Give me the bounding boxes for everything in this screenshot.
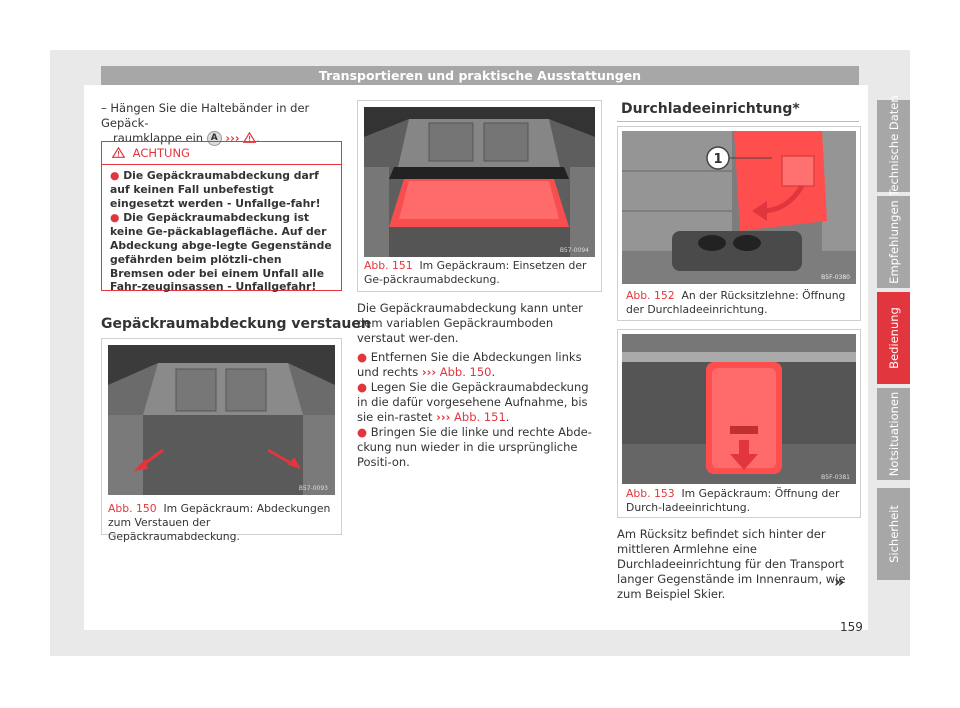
- step-text: Hängen Sie die Haltebänder in der Gepäck…: [101, 101, 310, 130]
- chapter-header: Transportieren und praktische Ausstattun…: [101, 66, 859, 85]
- figure-number: Abb. 153: [626, 487, 675, 500]
- figure-number: Abb. 152: [626, 289, 675, 302]
- callout-1: 1: [713, 152, 722, 167]
- figure-number: Abb. 151: [364, 259, 413, 272]
- tab-label: Technische Daten: [886, 95, 901, 197]
- col2-body: Die Gepäckraumabdeckung kann unter dem v…: [357, 301, 602, 470]
- bullet-item: ● Bringen Sie die linke und rechte Abde-…: [357, 425, 592, 469]
- rear-seat-photo-152: 1 B5F-0380: [622, 131, 856, 284]
- tab-technische-daten[interactable]: Technische Daten: [877, 95, 910, 197]
- trunk-photo-151: B57-0094: [364, 107, 595, 257]
- tab-label: Sicherheit: [886, 505, 901, 563]
- figure-153: B5F-0381 Abb. 153 Im Gepäckraum: Öffnung…: [617, 329, 861, 518]
- figure-code: B5F-0381: [821, 474, 850, 481]
- figure-caption: Abb. 153 Im Gepäckraum: Öffnung der Durc…: [626, 487, 840, 514]
- figure-caption: Abb. 152 An der Rücksitzlehne: Öffnung d…: [626, 289, 846, 316]
- figure-152: 1 B5F-0380 Abb. 152 An der Rücksitzlehne…: [617, 126, 861, 321]
- tab-label: Empfehlungen: [886, 200, 901, 284]
- trunk-photo-150: B57-0093: [108, 345, 335, 495]
- intro-paragraph: Die Gepäckraumabdeckung kann unter dem v…: [357, 301, 583, 345]
- figure-ref[interactable]: Abb. 151: [454, 410, 506, 424]
- figure-code: B57-0093: [299, 485, 328, 492]
- bullet-item: ● Legen Sie die Gepäckraumabdeckung in d…: [357, 380, 589, 424]
- figure-code: B57-0094: [560, 247, 589, 254]
- warning-box: ACHTUNG ● Die Gepäckraumabdeckung darf a…: [101, 141, 342, 294]
- warning-title: ACHTUNG: [132, 146, 190, 160]
- continue-arrows: »: [834, 572, 845, 591]
- warning-item: ● Die Gepäckraumabdeckung darf auf keine…: [110, 169, 321, 210]
- figure-number: Abb. 150: [108, 502, 157, 515]
- bullet-item: ● Entfernen Sie die Abdeckungen links un…: [357, 350, 582, 379]
- tab-sicherheit[interactable]: Sicherheit: [877, 488, 910, 580]
- figure-caption: Abb. 151 Im Gepäckraum: Einsetzen der Ge…: [364, 259, 587, 286]
- tab-empfehlungen[interactable]: Empfehlungen: [877, 196, 910, 288]
- tab-notsituationen[interactable]: Notsituationen: [877, 388, 910, 480]
- tab-bedienung[interactable]: Bedienung: [877, 292, 910, 384]
- page-number: 159: [840, 620, 863, 634]
- figure-caption: Abb. 150 Im Gepäckraum: Abdeckungen zum …: [108, 502, 331, 543]
- col3-body: Am Rücksitz befindet sich hinter der mit…: [617, 527, 846, 601]
- figure-150: B57-0093 Abb. 150 Im Gepäckraum: Abdecku…: [101, 338, 342, 543]
- section-title: Durchladeeinrichtung*: [621, 101, 800, 117]
- section-rule: [617, 121, 859, 122]
- figure-151: B57-0094 Abb. 151 Im Gepäckraum: Einsetz…: [357, 100, 602, 292]
- tab-label: Bedienung: [886, 307, 901, 369]
- warning-triangle-icon[interactable]: [242, 131, 257, 143]
- tab-label: Notsituationen: [886, 391, 901, 477]
- dash: –: [101, 101, 107, 115]
- step-item: – Hängen Sie die Haltebänder in der Gepä…: [101, 101, 310, 146]
- figure-ref[interactable]: Abb. 150: [439, 365, 492, 379]
- warning-item: ● Die Gepäckraumabdeckung ist keine Ge-p…: [110, 211, 332, 294]
- warning-header: ACHTUNG: [102, 142, 341, 165]
- figure-code: B5F-0380: [821, 274, 850, 281]
- section-title: Gepäckraumabdeckung verstauen: [101, 316, 371, 332]
- warning-triangle-icon: [111, 146, 126, 158]
- trunk-opening-photo-153: B5F-0381: [622, 334, 856, 484]
